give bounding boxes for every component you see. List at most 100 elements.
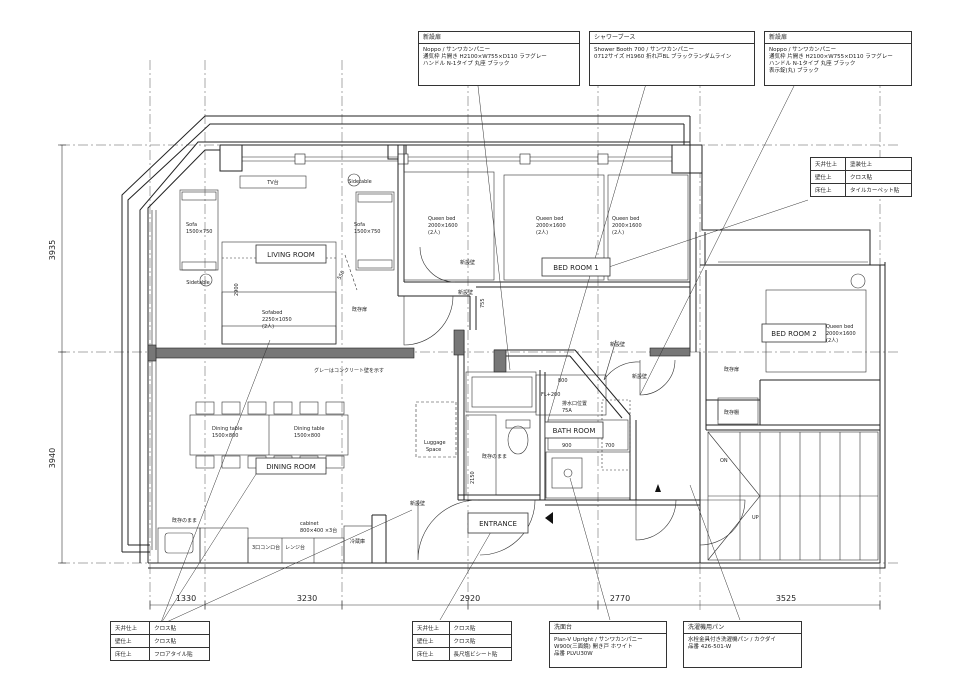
beds [403,171,867,425]
bed1-b-label: Queen bed [536,216,563,222]
table-cell: タイルカーペット貼 [845,183,912,197]
stairs-on-label: ON [720,458,728,464]
new-wall-label-5: 新設壁 [410,500,425,507]
window-strips [151,153,868,550]
living-furniture [179,173,395,345]
table-cell: 壁仕上 [109,634,151,648]
room-bed2-label: BED ROOM 2 [771,330,816,338]
table-cell: クロス貼 [448,634,513,648]
dim-bottom-2: 3230 [297,594,317,603]
table-cell: クロス貼 [448,621,513,635]
cabinet-size: 800×400 ×3台 [300,527,337,534]
bed1-b-size: 2000×1600 [536,223,566,229]
room-living-label: LIVING ROOM [267,251,315,259]
table-cell: 塗装仕上 [845,157,912,171]
concrete-walls [147,329,691,373]
table-cell: フロアタイル貼 [149,647,210,661]
sofa-left-label: Sofa [186,222,197,228]
table-cell: クロス貼 [149,634,210,648]
finish-table-living: 天井仕上クロス貼 壁仕上クロス貼 床仕上フロアタイル貼 [109,621,210,661]
columns [219,144,703,174]
room-bath-label: BATH ROOM [553,427,596,435]
note-line: 品番 426-501-W [688,644,732,650]
sofa-left-size: 1500×750 [186,229,212,235]
table-row: 床仕上フロアタイル貼 [109,647,210,661]
drain-size: 75A [562,408,572,414]
bed1-c-capacity: (2人) [612,230,624,236]
direction-arrows [545,484,661,524]
note-title: 新設扉 [419,32,579,44]
range-label: レンジ台 [285,544,305,551]
dining-table-a-size: 1500×800 [212,433,238,439]
room-name-boxes [255,244,827,534]
bed1-a-label: Queen bed [428,216,455,222]
note-new-door-1: 新設扉 Noppo / サンワカンパニー 通気枠 片開き H2100×W755×… [418,31,580,86]
dining-furniture [157,401,373,564]
tv-label: TV台 [266,179,278,186]
bed1-c-size: 2000×1600 [612,223,642,229]
note-line: Noppo / サンワカンパニー [423,47,491,53]
note-line: 0712サイズ H1960 折れ戸BL ブラックランダムライン [594,54,732,60]
interior-walls [371,145,880,563]
dim-bottom-1: 1330 [176,594,196,603]
sofabed-capacity: (2人) [262,324,274,330]
bed2-capacity: (2人) [826,338,838,344]
dim-left-upper: 3935 [48,240,57,260]
leader-lines [159,69,809,626]
room-entrance-label: ENTRANCE [479,520,517,528]
note-title: 新設扉 [765,32,911,44]
bed1-a-capacity: (2人) [428,230,440,236]
dim-550-label: 550 [337,270,347,281]
note-line: 通気枠 片開き H2100×W755×D110 ラフグレー [423,54,547,60]
note-laundry-pan: 洗濯機用パン 水栓金具付き洗濯機パン / カクダイ 品番 426-501-W [683,621,802,668]
existing-door-label-1: 既存扉 [352,306,367,313]
table-cell: クロス貼 [149,621,210,635]
outer-walls [121,115,886,569]
fl-note: FL+200 [541,392,560,398]
note-title: シャワーブース [590,32,754,44]
bed1-a-size: 2000×1600 [428,223,458,229]
note-title: 洗濯機用パン [684,622,801,634]
note-line: Shower Booth 700 / サンワカンパニー [594,47,694,53]
note-shower-booth: シャワーブース Shower Booth 700 / サンワカンパニー 0712… [589,31,755,86]
sidetable-top-label: Sidetable [348,179,371,185]
dining-table-b-label: Dining table [294,426,324,432]
table-row: 天井仕上クロス貼 [412,621,513,635]
table-row: 床仕上タイルカーペット貼 [809,183,912,197]
table-cell: 天井仕上 [109,621,151,635]
table-cell: 壁仕上 [412,634,450,648]
dining-table-b-size: 1500×800 [294,433,320,439]
dim-755: 755 [480,298,486,308]
table-cell: 長尺塩ビシート貼 [448,647,513,661]
table-row: 壁仕上クロス貼 [809,170,912,184]
sofa-right-size: 1500×750 [354,229,380,235]
fridge-label: 冷蔵庫 [350,538,365,545]
new-wall-label-2: 新設壁 [458,289,473,296]
note-line: ハンドル N-1タイプ 丸座 ブラック [423,61,510,67]
luggage-space-label: Space [426,447,441,453]
table-row: 天井仕上塗装仕上 [809,157,912,171]
table-cell: 床仕上 [412,647,450,661]
note-line: Plan-V Upright / サンワカンパニー [554,637,643,643]
bed1-b-capacity: (2人) [536,230,548,236]
bed1-c-label: Queen bed [612,216,639,222]
doors [403,246,746,561]
note-title: 洗面台 [550,622,666,634]
table-cell: 床仕上 [109,647,151,661]
sofabed-label: Sofabed [262,310,282,316]
sofabed-size: 2250×1050 [262,317,292,323]
new-wall-label-4: 新設壁 [632,373,647,380]
note-line: 水栓金具付き洗濯機パン / カクダイ [688,637,776,643]
note-line: W900(三面鏡) 開き戸 ホワイト [554,644,633,650]
luggage-label: Luggage [424,440,446,446]
table-cell: 壁仕上 [809,170,847,184]
dim-800: 800 [558,378,568,384]
table-cell: 天井仕上 [809,157,847,171]
dining-table-a-label: Dining table [212,426,242,432]
existing-door-label-2: 既存扉 [724,366,739,373]
sidetable-left-label: Sidetable [186,280,209,286]
finish-table-entrance: 天井仕上クロス貼 壁仕上クロス貼 床仕上長尺塩ビシート貼 [412,621,513,661]
bed2-label: Queen bed [826,324,853,330]
sofa-right-label: Sofa [354,222,365,228]
